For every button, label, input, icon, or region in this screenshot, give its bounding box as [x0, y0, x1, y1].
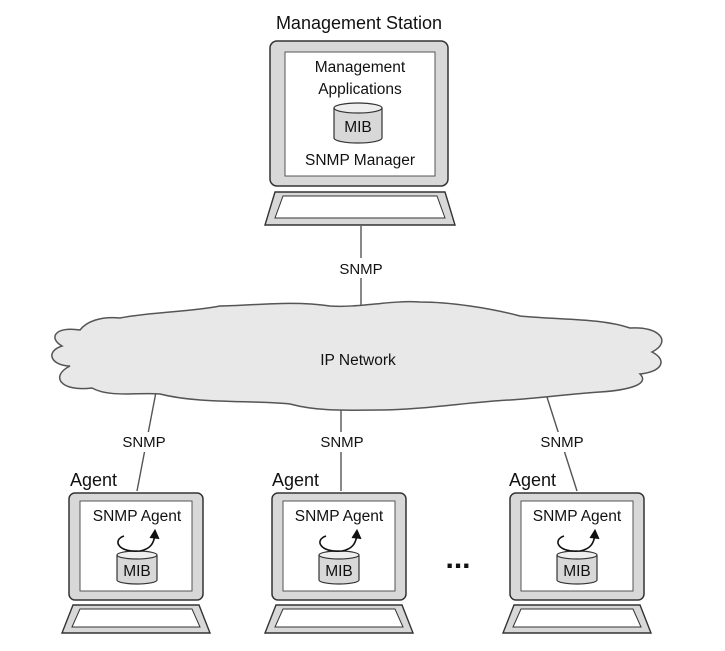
agent-2-label: SNMP Agent: [295, 508, 384, 525]
agent-2-mib-label: MIB: [325, 563, 353, 580]
agent3-link-label-bg: [530, 432, 594, 452]
manager-apps-line2: Applications: [318, 81, 402, 98]
agent-1-mib-label: MIB: [123, 563, 151, 580]
agent2-link-label-bg: [310, 432, 374, 452]
manager-link-label-bg: [330, 258, 392, 278]
manager-link-label: SNMP: [339, 261, 382, 278]
ip-network-label: IP Network: [320, 352, 396, 369]
agent-3-keyboard: [501, 604, 653, 634]
manager-keyboard: [264, 191, 456, 226]
snmp-manager-label: SNMP Manager: [305, 152, 415, 169]
agent-1-label: SNMP Agent: [93, 508, 182, 525]
agent-3-mib-database-icon: [556, 550, 598, 585]
agent-2-refresh-arrow-icon: [319, 528, 362, 552]
agent-1-title: Agent: [70, 470, 117, 490]
management-station: Management Station Management Applicatio…: [264, 13, 456, 226]
agent-1-refresh-arrow-icon: [117, 528, 160, 552]
agent-3-mib-label: MIB: [563, 563, 591, 580]
management-station-title: Management Station: [276, 13, 442, 33]
agent1-link-label: SNMP: [122, 434, 165, 451]
manager-mib-label: MIB: [344, 119, 372, 136]
link-labels: SNMP SNMP SNMP SNMP: [112, 258, 594, 452]
agent-3-title: Agent: [509, 470, 556, 490]
agent-2-keyboard: [263, 604, 415, 634]
agent-2: Agent SNMP Agent MIB: [263, 470, 415, 634]
agent-2-mib-database-icon: [318, 550, 360, 585]
agent-1: Agent SNMP Agent MIB: [60, 470, 212, 634]
agent-3: Agent SNMP Agent MIB: [501, 470, 653, 634]
manager-mib-database-icon: [333, 102, 383, 144]
agent-1-keyboard: [60, 604, 212, 634]
agent1-link-label-bg: [112, 432, 176, 452]
ip-network-cloud: IP Network: [51, 300, 663, 411]
agent2-link-label: SNMP: [320, 434, 363, 451]
agent-1-mib-database-icon: [116, 550, 158, 585]
agent-3-label: SNMP Agent: [533, 508, 622, 525]
agent3-link-label: SNMP: [540, 434, 583, 451]
manager-apps-line1: Management: [315, 59, 406, 76]
agent-3-refresh-arrow-icon: [557, 528, 600, 552]
more-agents-ellipsis: ...: [445, 542, 470, 575]
cloud-shape: [51, 300, 663, 411]
agent-2-title: Agent: [272, 470, 319, 490]
